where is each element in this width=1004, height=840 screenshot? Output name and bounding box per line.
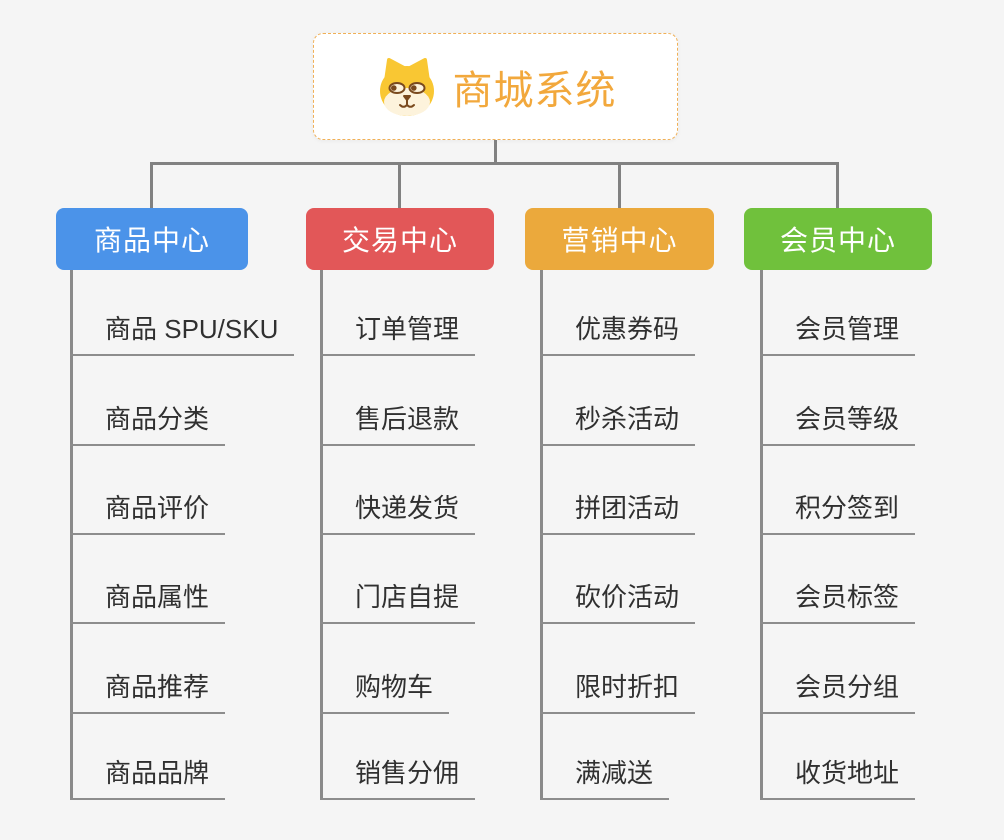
branch-node-marketing-center[interactable]: 营销中心 (525, 208, 714, 270)
leaf-member-group[interactable]: 会员分组 (760, 668, 916, 714)
leaf-after-sale-refund[interactable]: 售后退款 (320, 400, 476, 446)
leaf-full-reduction[interactable]: 满减送 (540, 754, 670, 800)
spine-marketing-center (540, 270, 543, 800)
leaf-member-management[interactable]: 会员管理 (760, 310, 916, 356)
leaf-product-recommend[interactable]: 商品推荐 (70, 668, 226, 714)
leaf-shipping-address[interactable]: 收货地址 (760, 754, 916, 800)
leaf-order-management[interactable]: 订单管理 (320, 310, 476, 356)
leaf-points-checkin[interactable]: 积分签到 (760, 489, 916, 535)
leaf-member-level[interactable]: 会员等级 (760, 400, 916, 446)
leaf-express-delivery[interactable]: 快递发货 (320, 489, 476, 535)
leaf-product-attribute[interactable]: 商品属性 (70, 578, 226, 624)
leaf-store-pickup[interactable]: 门店自提 (320, 578, 476, 624)
branch-node-member-center[interactable]: 会员中心 (744, 208, 932, 270)
connector-horizontal (150, 162, 839, 165)
spine-product-center (70, 270, 73, 800)
leaf-sales-commission[interactable]: 销售分佣 (320, 754, 476, 800)
spine-member-center (760, 270, 763, 800)
shiba-dog-icon (379, 57, 434, 116)
connector-drop-member-center (836, 162, 839, 208)
leaf-product-spu-sku[interactable]: 商品 SPU/SKU (70, 310, 295, 356)
leaf-group-buy[interactable]: 拼团活动 (540, 489, 696, 535)
leaf-bargain-activity[interactable]: 砍价活动 (540, 578, 696, 624)
leaf-coupon-code[interactable]: 优惠券码 (540, 310, 696, 356)
connector-drop-marketing-center (618, 162, 621, 208)
leaf-product-brand[interactable]: 商品品牌 (70, 754, 226, 800)
connector-root-stub (494, 140, 497, 162)
leaf-time-limited-discount[interactable]: 限时折扣 (540, 668, 696, 714)
branch-node-product-center[interactable]: 商品中心 (56, 208, 248, 270)
leaf-flash-sale[interactable]: 秒杀活动 (540, 400, 696, 446)
connector-drop-product-center (150, 162, 153, 208)
spine-trade-center (320, 270, 323, 800)
connector-drop-trade-center (398, 162, 401, 208)
leaf-shopping-cart[interactable]: 购物车 (320, 668, 450, 714)
branch-node-trade-center[interactable]: 交易中心 (306, 208, 494, 270)
leaf-product-category[interactable]: 商品分类 (70, 400, 226, 446)
leaf-product-review[interactable]: 商品评价 (70, 489, 226, 535)
root-node[interactable]: 商城系统 (313, 33, 678, 140)
leaf-member-tag[interactable]: 会员标签 (760, 578, 916, 624)
root-title: 商城系统 (452, 68, 617, 113)
